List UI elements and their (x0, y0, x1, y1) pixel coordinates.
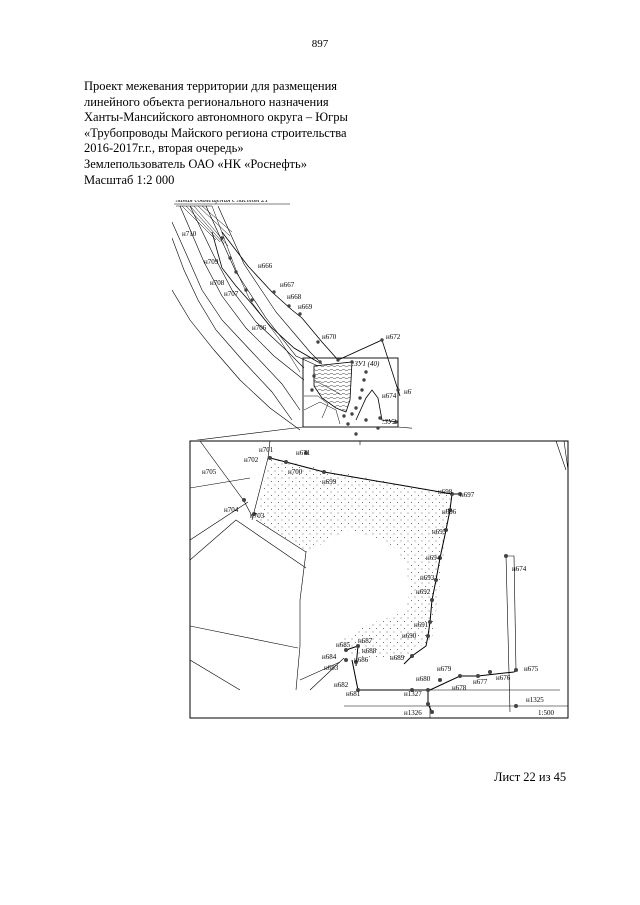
inset-vertices (242, 451, 518, 714)
point-label: н708 (210, 279, 225, 287)
title-line: линейного объекта регионального назначен… (84, 94, 329, 109)
point-label: н676 (496, 674, 511, 682)
point-label: н689 (390, 654, 405, 662)
title-block: Проект межевания территории для размещен… (84, 79, 444, 188)
match-line-label: линия совмещения с листом 21 (175, 196, 268, 204)
point-label: н693 (420, 574, 435, 582)
corridor-lines (172, 205, 323, 431)
point-label: н682 (334, 681, 349, 689)
point-label: н677 (473, 678, 488, 686)
point-label: н670 (322, 333, 337, 341)
inset-scale: 1:500 (538, 709, 554, 717)
point-label: н702 (244, 456, 259, 464)
title-line: 2016-2017г.г., вторая очередь» (84, 141, 244, 156)
overview-parcel-lines (303, 379, 341, 425)
parcel-dotted-area (256, 458, 452, 660)
point-label: н1327 (404, 690, 422, 698)
point-label: н705 (202, 468, 217, 476)
point-label: н1325 (526, 696, 544, 704)
point-label: н698 (438, 488, 453, 496)
point-label: н671 (296, 449, 311, 457)
point-label: н692 (416, 588, 431, 596)
point-label: н700 (288, 468, 303, 476)
point-label: н695 (432, 528, 447, 536)
point-label: н667 (280, 281, 295, 289)
point-label: н696 (442, 508, 457, 516)
point-label: н688 (362, 647, 377, 655)
point-label: н699 (322, 478, 337, 486)
point-label: н668 (287, 293, 302, 301)
point-label: н683 (324, 664, 339, 672)
point-label: н701 (259, 446, 274, 454)
land-user-line: Землепользователь ОАО «НК «Роснефть» (84, 156, 307, 171)
point-label: н691 (414, 621, 429, 629)
point-label: н697 (460, 491, 475, 499)
title-line: Ханты-Мансийского автономного округа – Ю… (84, 110, 348, 125)
page-number: 897 (311, 38, 329, 50)
point-label: н709 (204, 258, 219, 266)
point-label: н666 (258, 262, 273, 270)
point-label: н703 (250, 512, 265, 520)
inset-leader (397, 426, 412, 429)
point-label: н684 (322, 653, 337, 661)
point-label: н674 (382, 392, 397, 400)
overview-vertices (220, 236, 400, 436)
point-label: н674 (512, 565, 527, 573)
point-label: н681 (346, 690, 361, 698)
title-line: «Трубопроводы Майского региона строитель… (84, 125, 347, 140)
point-label: н678 (452, 684, 467, 692)
parcel-label: :ЗУ1 (40) (352, 360, 380, 368)
parcel-label: :ЗУ2 (382, 418, 396, 426)
point-label: н680 (416, 675, 431, 683)
point-label: н672 (386, 333, 401, 341)
scale-line: Масштаб 1:2 000 (84, 172, 175, 187)
point-label: н673 (404, 388, 419, 396)
point-label: н1326 (404, 709, 422, 717)
overview-map: линия совмещения с листом 21 (172, 196, 419, 440)
point-label: н675 (524, 665, 539, 673)
inset-map: н701 н702 н671 н700 н705 н699 н698 н697 … (190, 440, 569, 718)
point-label: н687 (358, 637, 373, 645)
point-label: н707 (224, 290, 239, 298)
point-label: н679 (437, 665, 452, 673)
sheet-number: Лист 22 из 45 (494, 770, 567, 784)
parcel-zu1 (313, 361, 353, 413)
point-label: н704 (224, 506, 239, 514)
point-label: н685 (336, 641, 351, 649)
point-label: н706 (252, 324, 267, 332)
point-label: н669 (298, 303, 313, 311)
inset-leader (195, 426, 304, 440)
point-label: н710 (182, 230, 197, 238)
inset-frame (302, 357, 399, 428)
title-line: Проект межевания территории для размещен… (84, 79, 338, 93)
point-label: н686 (354, 656, 369, 664)
point-label: н694 (426, 554, 441, 562)
point-label: н690 (402, 632, 417, 640)
boundary-line (211, 231, 401, 423)
